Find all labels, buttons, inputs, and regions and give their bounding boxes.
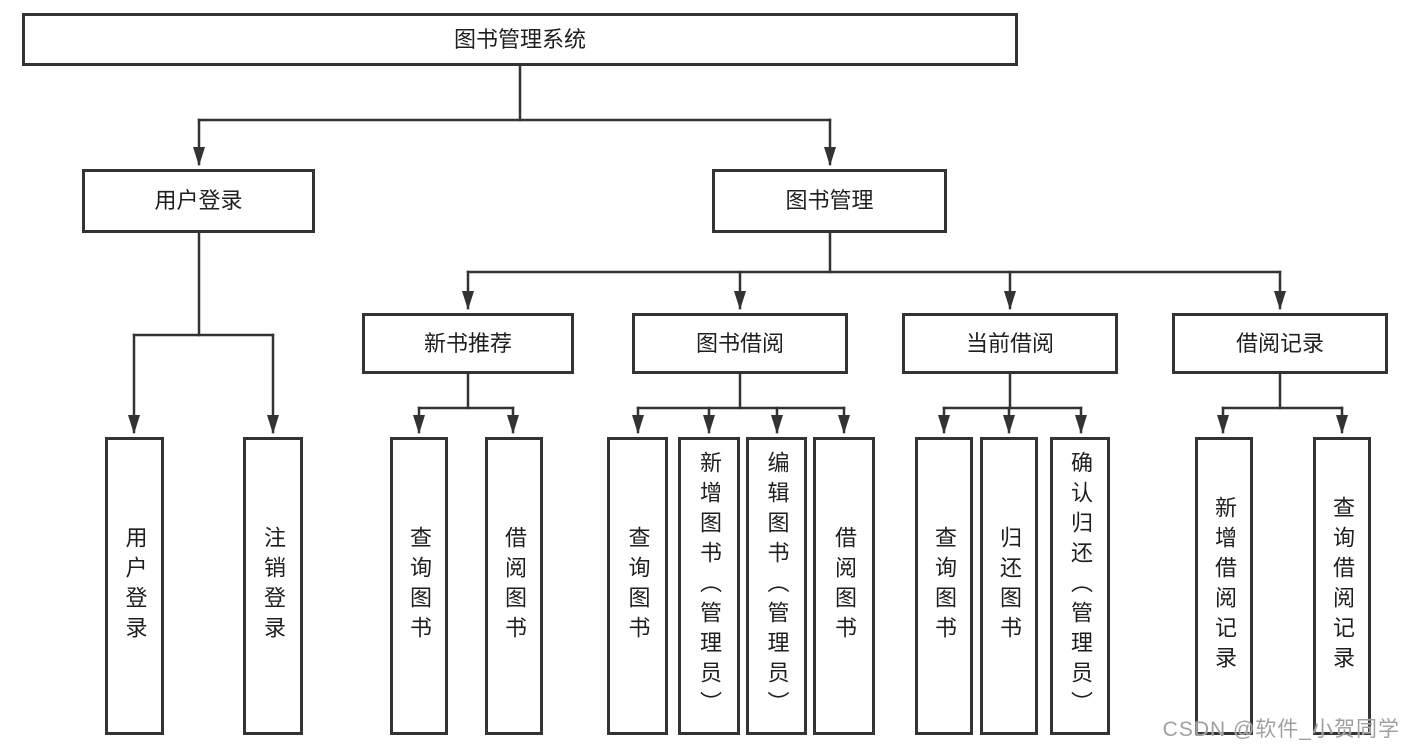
node-book-borrowing: 图书借阅 [632,313,848,374]
leaf-recommend-query-books: 查询图书 [390,437,448,735]
node-book-management: 图书管理 [712,169,947,233]
node-new-book-recommend: 新书推荐 [362,313,574,374]
leaf-logout: 注销登录 [243,437,303,735]
leaf-records-query-record: 查询借阅记录 [1313,437,1371,735]
csdn-watermark: CSDN @软件_小贺同学 [1162,718,1400,741]
leaf-user-login: 用户登录 [105,437,164,735]
leaf-current-query-books: 查询图书 [915,437,973,735]
leaf-borrowing-add-books: 新增图书（管理员） [678,437,740,735]
leaf-borrowing-edit-books: 编辑图书（管理员） [746,437,807,735]
leaf-records-add-record: 新增借阅记录 [1195,437,1253,735]
leaf-current-confirm-return: 确认归还（管理员） [1050,437,1110,735]
node-current-borrowing: 当前借阅 [902,313,1118,374]
node-root: 图书管理系统 [22,13,1018,66]
leaf-current-return-books: 归还图书 [980,437,1038,735]
leaf-borrowing-borrow-books: 借阅图书 [813,437,875,735]
node-user-login: 用户登录 [82,169,315,233]
leaf-recommend-borrow-books: 借阅图书 [485,437,543,735]
node-borrowing-records: 借阅记录 [1172,313,1388,374]
leaf-borrowing-query-books: 查询图书 [607,437,668,735]
